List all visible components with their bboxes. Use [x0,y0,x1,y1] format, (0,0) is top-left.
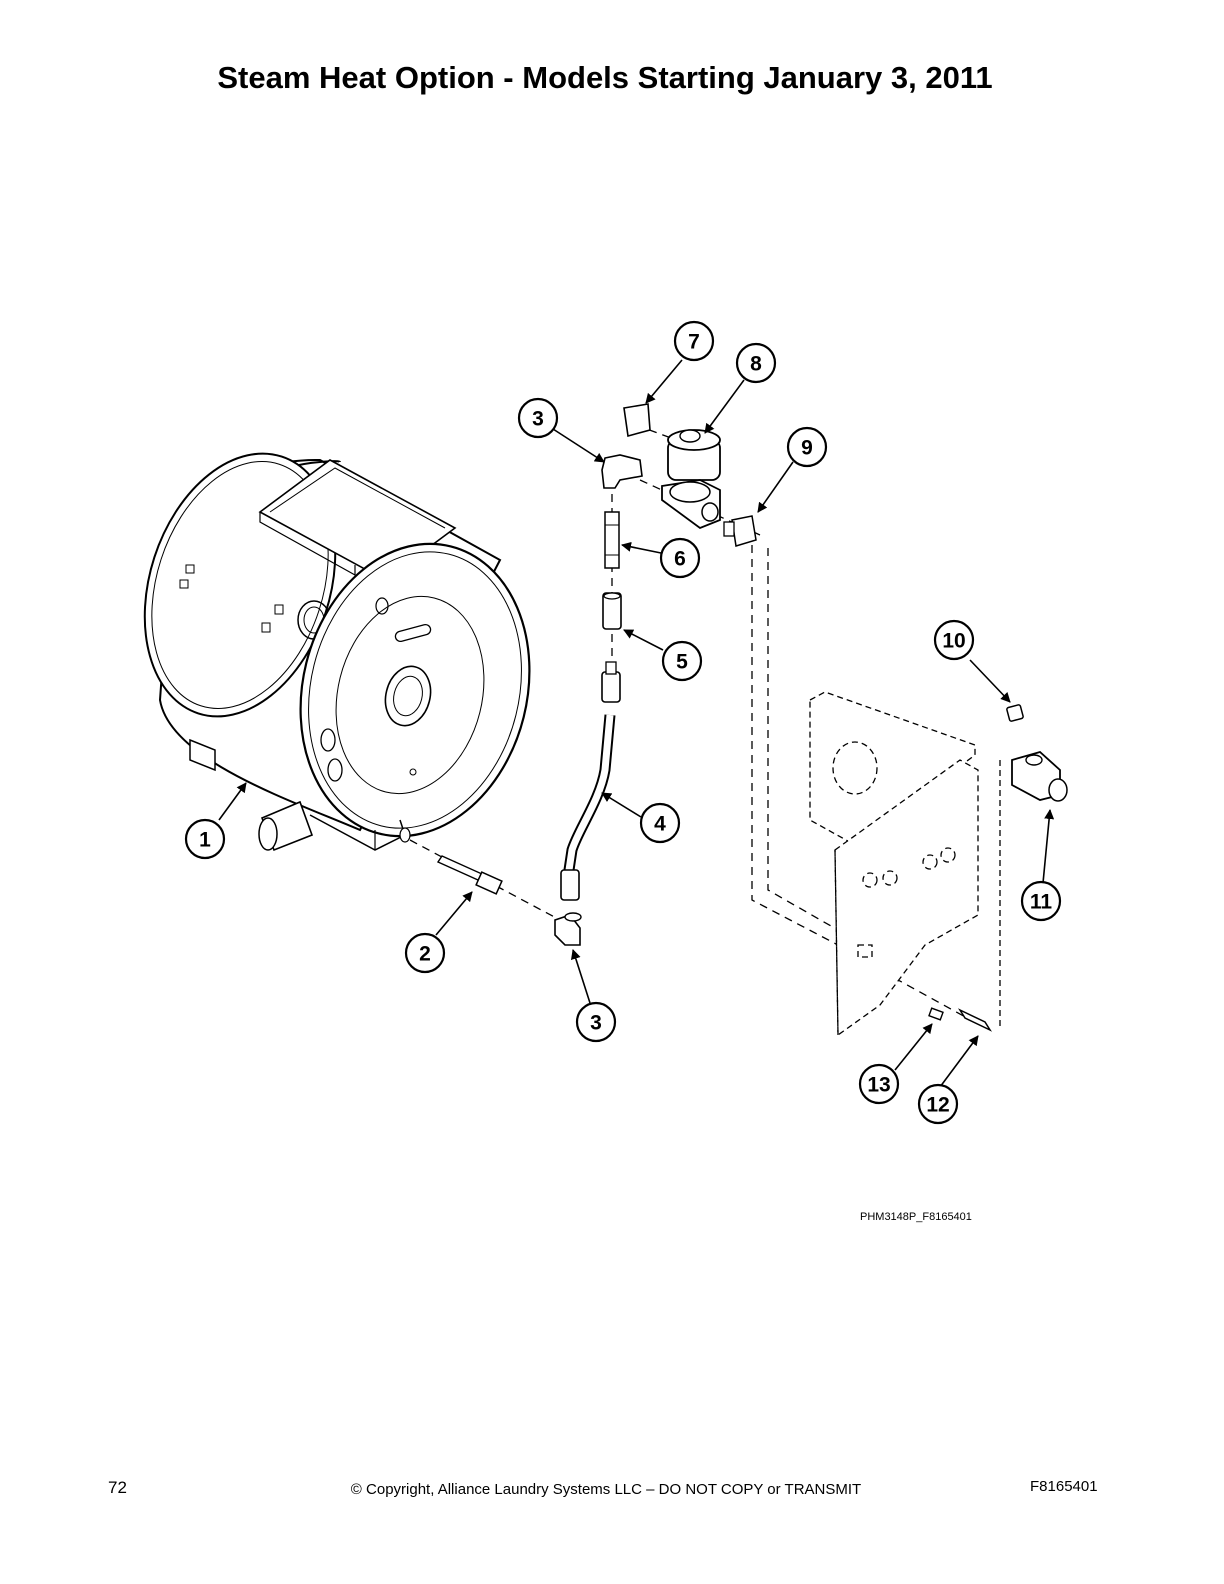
callout-8: 8 [750,353,762,376]
callout-circle-10 [933,619,975,661]
callout-bubbles [184,320,1062,1125]
callout-circle-6 [659,537,701,579]
leader-lines [218,359,1055,1088]
callout-circle-5 [661,640,703,682]
steam-trap [928,704,1068,1032]
page-number: 72 [108,1478,127,1497]
document-number: F8165401 [1030,1478,1098,1495]
callout-4: 4 [654,813,666,836]
callout-3-upper: 3 [532,408,544,431]
callout-6: 6 [674,548,686,571]
callout-circle-7 [673,320,715,362]
callout-circle-3-lower [575,1001,617,1043]
callout-11: 11 [1030,891,1053,914]
page-title: Steam Heat Option - Models Starting Janu… [217,60,993,95]
copyright-notice: © Copyright, Alliance Laundry Systems LL… [350,1481,862,1498]
callout-circle-13 [858,1063,900,1105]
callout-5: 5 [676,651,688,674]
callout-9: 9 [801,437,813,460]
tub-assembly [143,452,531,852]
steam-valve [623,403,761,547]
figure-id: PHM3148P_F8165401 [860,1211,972,1223]
callout-10: 10 [942,630,965,653]
dashed-supply-route [751,545,981,1026]
callout-2: 2 [419,943,431,966]
callout-circle-12 [917,1083,959,1125]
callout-13: 13 [867,1074,890,1097]
callout-circle-3-upper [517,397,559,439]
callout-3-lower: 3 [590,1012,602,1035]
callout-12: 12 [926,1094,949,1117]
callout-circle-11 [1020,880,1062,922]
callout-circle-9 [786,426,828,468]
mounting-panel [809,691,1001,1037]
callout-labels: 1 2 3 3 4 5 6 7 8 9 10 11 12 13 [199,331,1052,1117]
callout-circle-8 [735,342,777,384]
callout-circle-4 [639,802,681,844]
callout-circle-2 [404,932,446,974]
callout-7: 7 [688,331,700,354]
steam-piping [409,454,643,946]
callout-1: 1 [199,829,211,852]
callout-circle-1 [184,818,226,860]
